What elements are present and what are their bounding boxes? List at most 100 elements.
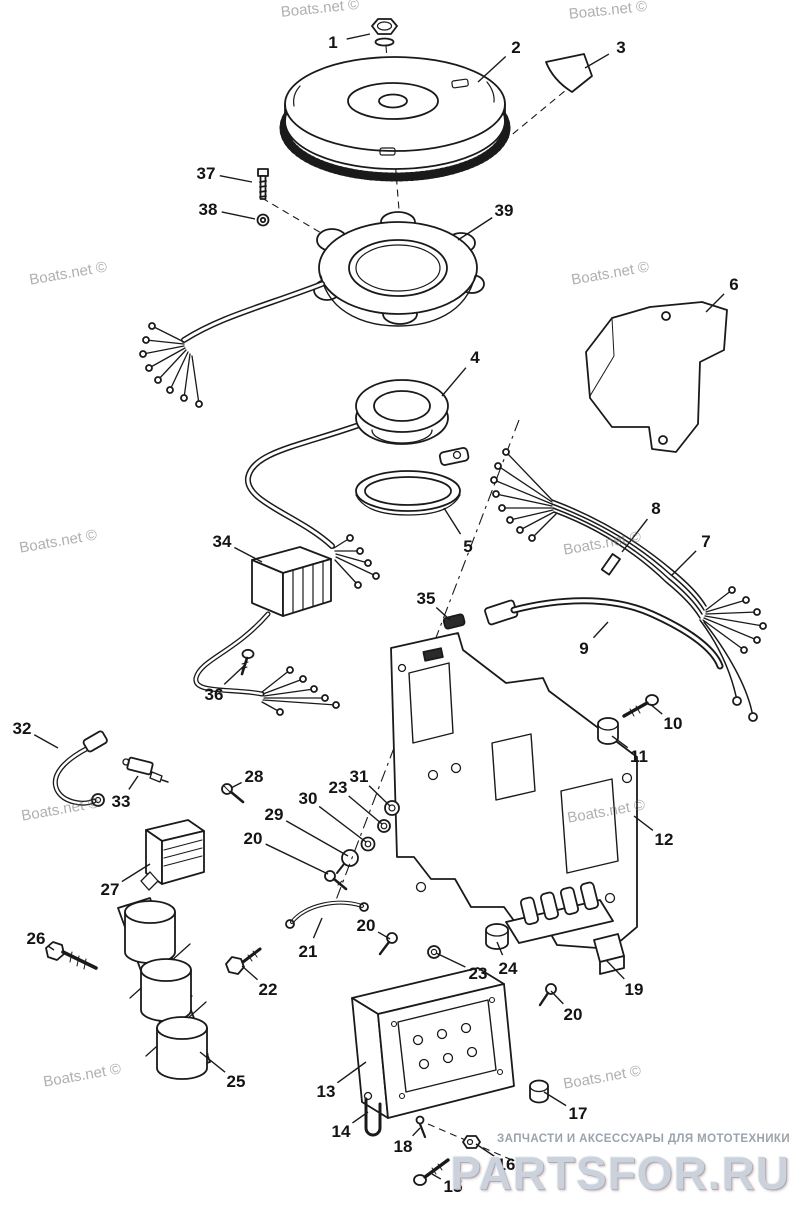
washer-23b bbox=[427, 945, 441, 959]
callout-leader-39 bbox=[457, 217, 493, 241]
ignition-coil bbox=[140, 819, 205, 891]
main-cable bbox=[484, 597, 724, 670]
callout-label-37: 37 bbox=[197, 164, 216, 183]
vendor-logo: PARTSFOR.RU bbox=[450, 1147, 790, 1199]
rectifier bbox=[193, 546, 340, 716]
spark-plug bbox=[122, 756, 169, 783]
callout-label-2: 2 bbox=[511, 38, 520, 57]
washer-38 bbox=[256, 213, 270, 227]
callout-leader-26 bbox=[47, 945, 55, 951]
flywheel bbox=[279, 56, 511, 182]
callout-label-21: 21 bbox=[299, 942, 318, 961]
callout-leader-8 bbox=[621, 518, 648, 553]
callout-leader-5 bbox=[443, 507, 462, 535]
callout-label-39: 39 bbox=[495, 201, 514, 220]
callout-leader-25 bbox=[199, 1051, 226, 1073]
callout-label-32: 32 bbox=[13, 719, 32, 738]
callout-label-20: 20 bbox=[244, 829, 263, 848]
wiring-harness bbox=[490, 448, 767, 722]
callout-leader-29 bbox=[285, 820, 349, 857]
callout-leader-30 bbox=[318, 805, 367, 843]
callout-label-26: 26 bbox=[27, 929, 46, 948]
grommet-17 bbox=[529, 1079, 549, 1104]
callout-leader-38 bbox=[221, 211, 256, 220]
callout-label-31: 31 bbox=[350, 767, 369, 786]
callout-label-19: 19 bbox=[625, 980, 644, 999]
jumper-wire bbox=[285, 900, 369, 929]
callout-leader-10 bbox=[649, 703, 663, 715]
callout-label-8: 8 bbox=[651, 499, 660, 518]
callout-label-6: 6 bbox=[729, 275, 738, 294]
callout-label-1: 1 bbox=[328, 33, 337, 52]
callout-label-20: 20 bbox=[564, 1005, 583, 1024]
callout-leader-20 bbox=[377, 931, 391, 940]
bolt-15 bbox=[413, 1158, 450, 1186]
callout-leader-15 bbox=[431, 1173, 442, 1180]
callout-label-9: 9 bbox=[579, 639, 588, 658]
callout-label-28: 28 bbox=[245, 767, 264, 786]
spacer-11 bbox=[597, 717, 619, 745]
callout-label-17: 17 bbox=[569, 1104, 588, 1123]
callout-leader-12 bbox=[633, 815, 654, 832]
callout-leader-28 bbox=[230, 781, 242, 789]
bolt-26 bbox=[45, 941, 98, 970]
callout-leader-16 bbox=[475, 1143, 495, 1157]
callout-label-23: 23 bbox=[469, 964, 488, 983]
flywheel-nut bbox=[371, 18, 398, 47]
callout-label-25: 25 bbox=[227, 1072, 246, 1091]
small-hardware-cluster bbox=[324, 800, 400, 891]
mounting-plate bbox=[390, 632, 638, 950]
bolt-37 bbox=[257, 168, 269, 200]
callout-leader-3 bbox=[584, 53, 610, 69]
callout-label-13: 13 bbox=[317, 1082, 336, 1101]
callout-leader-18 bbox=[412, 1127, 421, 1137]
stud-18 bbox=[415, 1115, 427, 1139]
callout-label-22: 22 bbox=[259, 980, 278, 999]
callout-label-10: 10 bbox=[664, 714, 683, 733]
callout-leader-35 bbox=[435, 606, 451, 621]
callout-label-12: 12 bbox=[655, 830, 674, 849]
callout-leader-20 bbox=[265, 843, 329, 875]
mounting-bracket bbox=[585, 301, 728, 453]
gasket bbox=[355, 470, 461, 516]
grommet-24 bbox=[485, 923, 509, 950]
callout-label-29: 29 bbox=[265, 805, 284, 824]
callout-label-4: 4 bbox=[470, 348, 480, 367]
callout-leader-22 bbox=[241, 965, 258, 981]
callout-label-16: 16 bbox=[497, 1155, 516, 1174]
cdi-unit bbox=[351, 967, 515, 1119]
callout-leader-27 bbox=[121, 863, 151, 883]
screw-20c bbox=[538, 983, 557, 1007]
callout-label-30: 30 bbox=[299, 789, 318, 808]
callout-label-33: 33 bbox=[112, 792, 131, 811]
callout-leader-23 bbox=[348, 795, 383, 825]
callout-leader-14 bbox=[352, 1111, 369, 1124]
trigger-coil bbox=[244, 379, 470, 589]
callout-leader-21 bbox=[312, 917, 323, 939]
callout-label-18: 18 bbox=[394, 1137, 413, 1156]
callout-label-27: 27 bbox=[101, 880, 120, 899]
callout-label-14: 14 bbox=[332, 1122, 351, 1141]
callout-leader-24 bbox=[496, 941, 504, 956]
callout-leader-34 bbox=[234, 546, 263, 563]
nut-16 bbox=[462, 1135, 481, 1149]
callout-leader-32 bbox=[33, 734, 59, 749]
key-wedge bbox=[545, 53, 593, 93]
callout-leader-19 bbox=[605, 959, 625, 980]
callout-leader-37 bbox=[219, 175, 253, 183]
callout-leader-11 bbox=[611, 735, 629, 749]
vendor-footer: ЗАПЧАСТИ И АКСЕССУАРЫ ДЛЯ МОТОТЕХНИКИ PA… bbox=[450, 1133, 790, 1196]
callout-leader-9 bbox=[592, 621, 609, 639]
callout-label-35: 35 bbox=[417, 589, 436, 608]
callout-leader-36 bbox=[223, 663, 247, 685]
callout-leader-1 bbox=[346, 33, 371, 40]
callout-leader-20 bbox=[550, 990, 564, 1005]
bolt-10 bbox=[622, 694, 659, 718]
callout-label-15: 15 bbox=[444, 1177, 463, 1196]
stator bbox=[139, 211, 485, 408]
callout-leader-33 bbox=[128, 775, 139, 790]
callout-label-7: 7 bbox=[701, 532, 710, 551]
callout-leader-2 bbox=[477, 55, 507, 83]
